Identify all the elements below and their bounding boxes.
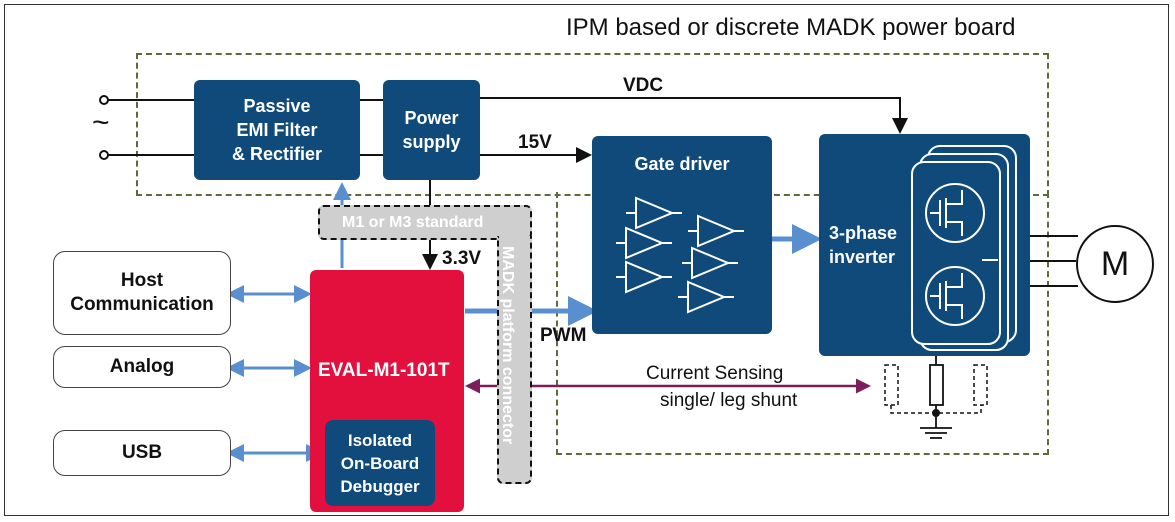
usb-box: USB bbox=[53, 430, 231, 476]
inverter-label: 3-phase inverter bbox=[829, 223, 898, 267]
ac-symbol: ~ bbox=[92, 106, 110, 139]
vdc-label: VDC bbox=[623, 75, 664, 96]
usb-label: USB bbox=[121, 442, 163, 463]
power-board-outline-lower bbox=[556, 192, 1049, 455]
connector-vertical-bar bbox=[497, 236, 532, 484]
emi-filter-label: Passive EMI Filter & Rectifier bbox=[231, 96, 323, 164]
eval-board-label: EVAL-M1-101T bbox=[318, 360, 450, 381]
gate-driver-label: Gate driver bbox=[634, 154, 730, 174]
current-sensing-label: Current Sensing bbox=[646, 363, 784, 384]
shunt-label: single/ leg shunt bbox=[660, 390, 798, 411]
15v-label: 15V bbox=[518, 132, 552, 153]
emi-filter-block: Passive EMI Filter & Rectifier bbox=[194, 80, 360, 180]
outer-frame bbox=[4, 4, 1169, 516]
motor-label: M bbox=[1100, 244, 1130, 283]
host-communication-box: Host Communication bbox=[53, 251, 231, 335]
board-title: IPM based or discrete MADK power board bbox=[566, 14, 1016, 41]
debugger-block: Isolated On-Board Debugger bbox=[325, 420, 435, 506]
pwm-label: PWM bbox=[540, 325, 587, 346]
power-supply-label: Power supply bbox=[402, 108, 461, 152]
analog-box: Analog bbox=[53, 346, 231, 388]
debugger-label: Isolated On-Board Debugger bbox=[340, 430, 420, 496]
gate-driver-block: Gate driver bbox=[592, 136, 772, 334]
power-supply-block: Power supply bbox=[383, 80, 480, 180]
motor-circle: M bbox=[1076, 225, 1154, 303]
connector-top-bar: M1 or M3 standard bbox=[318, 205, 532, 240]
connector-standard-label: M1 or M3 standard bbox=[342, 213, 484, 231]
analog-label: Analog bbox=[109, 356, 175, 377]
connector-label: MADK platform connector bbox=[499, 246, 516, 445]
host-communication-label: Host Communication bbox=[70, 270, 214, 315]
3v3-label: 3.3V bbox=[442, 248, 482, 269]
